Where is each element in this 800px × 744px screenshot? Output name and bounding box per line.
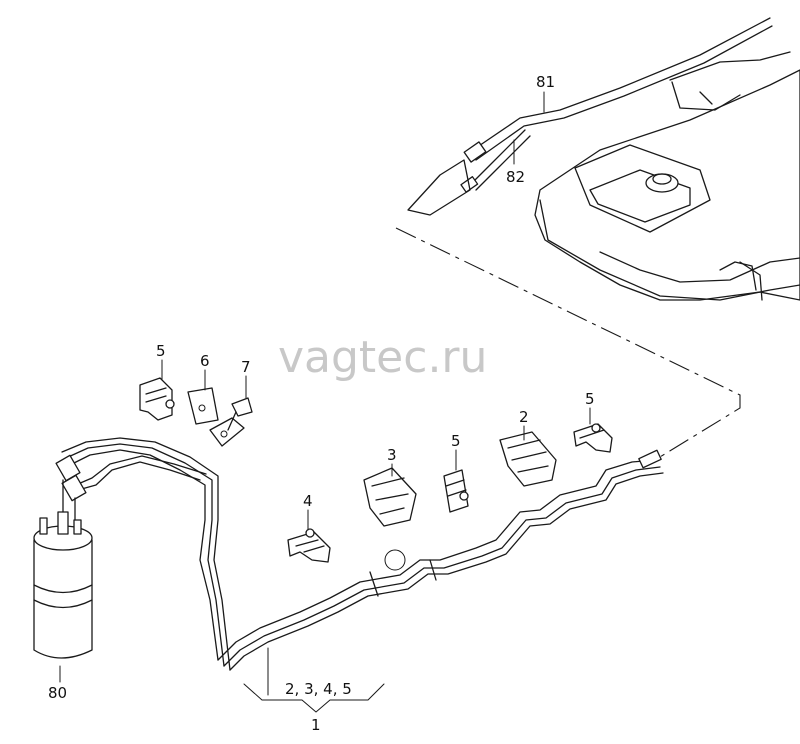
clip-5-center	[443, 469, 469, 513]
callout-1: 1	[311, 716, 321, 734]
dash-connection-line	[395, 227, 741, 461]
callout-7: 7	[241, 358, 251, 376]
callout-6: 6	[200, 352, 210, 370]
clip-2	[499, 431, 557, 487]
callout-5-upper-left: 5	[156, 342, 166, 360]
callout-4: 4	[303, 492, 313, 510]
clip-5-upper-left	[139, 377, 175, 421]
watermark-text: vagtec.ru	[278, 332, 487, 383]
clip-3	[363, 467, 417, 527]
clip-4	[287, 528, 331, 563]
fuel-line-81-82	[407, 17, 773, 216]
callout-3: 3	[387, 446, 397, 464]
callout-parts-group: 2, 3, 4, 5	[285, 680, 352, 698]
fuel-tank	[534, 51, 800, 301]
callout-82: 82	[506, 168, 525, 186]
callout-81: 81	[536, 73, 555, 91]
fuel-filter	[33, 454, 93, 659]
callout-80: 80	[48, 684, 67, 702]
callout-2: 2	[519, 408, 529, 426]
bracket-6	[187, 387, 219, 425]
callout-5-right: 5	[585, 390, 595, 408]
clip-5-right	[573, 423, 613, 453]
bracket-screw-7	[209, 397, 253, 447]
callout-5-center: 5	[451, 432, 461, 450]
main-fuel-line	[61, 437, 664, 671]
leader-lines	[59, 91, 591, 713]
